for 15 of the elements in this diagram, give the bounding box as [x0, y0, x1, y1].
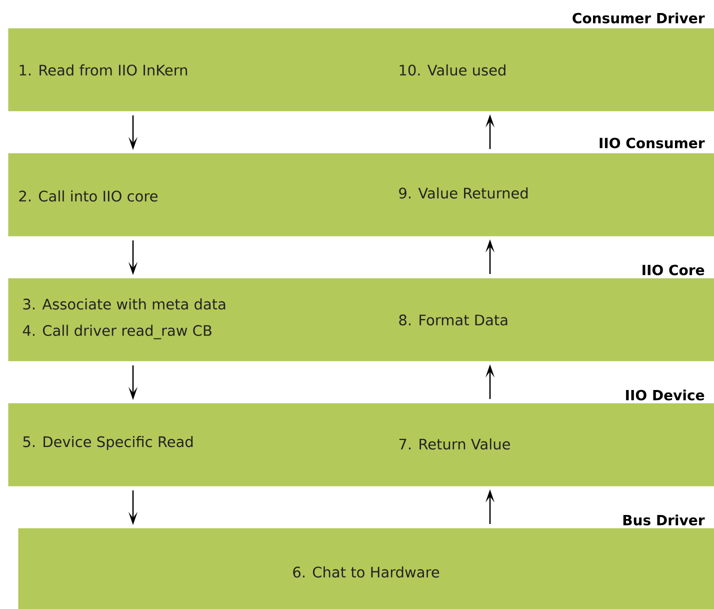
layer-heading: IIO Consumer	[600, 138, 705, 148]
step-text: 6. Chat to Hardware	[293, 566, 440, 578]
step-text: 10. Value used	[400, 64, 506, 76]
step-text: 3. Associate with meta data	[23, 298, 226, 310]
step-text: 4. Call driver read_raw CB	[22, 324, 212, 340]
layer-heading: IIO Device	[626, 390, 704, 400]
step-text: 9. Value Returned	[399, 187, 528, 199]
step-text: 5. Device Specific Read	[23, 436, 193, 450]
layer-heading: Consumer Driver	[572, 12, 705, 24]
layer-heading: IIO Core	[642, 264, 704, 276]
step-text: 1. Read from IIO InKern	[20, 64, 188, 76]
step-text: 2. Call into IIO core	[19, 190, 158, 202]
layer-heading: Bus Driver	[623, 514, 705, 526]
step-text: 7. Return Value	[399, 438, 510, 450]
step-text: 8. Format Data	[399, 314, 508, 326]
